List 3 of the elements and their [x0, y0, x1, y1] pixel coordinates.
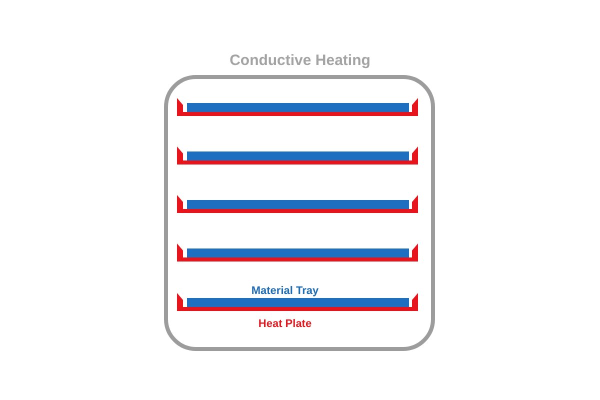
- part-label: Material Tray: [251, 285, 319, 298]
- diagram-title: Conductive Heating: [230, 52, 370, 70]
- part-label: Heat Plate: [258, 318, 312, 331]
